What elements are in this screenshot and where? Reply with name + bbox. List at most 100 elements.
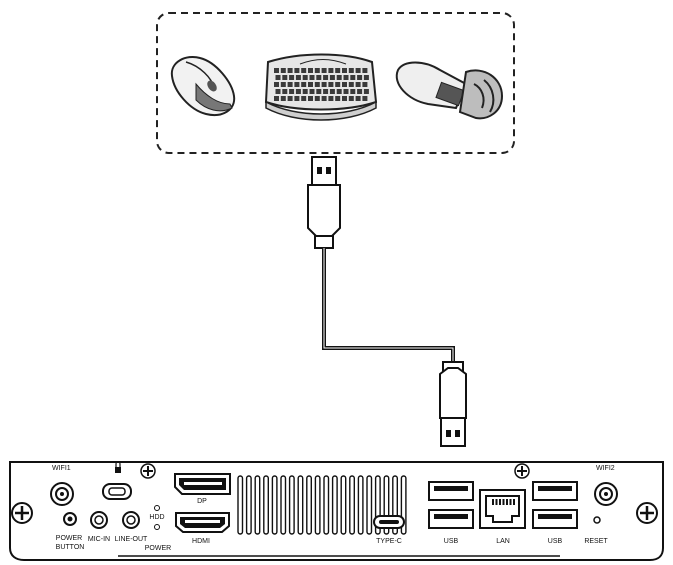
keyboard-key <box>287 68 293 73</box>
keyboard-key <box>348 68 354 73</box>
keyboard-key <box>323 89 329 94</box>
keyboard-key <box>363 89 369 94</box>
keyboard-key <box>355 82 361 87</box>
keyboard-key <box>287 82 293 87</box>
vent-slot <box>245 475 252 535</box>
keyboard-key <box>329 75 335 80</box>
keyboard-key <box>342 96 347 101</box>
keyboard-key <box>342 68 347 73</box>
peripherals-box <box>156 12 515 154</box>
vent-slot <box>263 475 269 535</box>
keyboard-key <box>282 89 288 94</box>
keyboard-key <box>275 89 281 94</box>
usb-plug-top <box>307 156 341 249</box>
vent-slot <box>271 475 278 535</box>
power-button-label-line1: POWER <box>56 535 82 542</box>
keyboard-key <box>308 68 313 73</box>
keyboard-key <box>294 96 300 101</box>
mini-pc-rear-panel: WIFI1 POWER BUTTON MIC-IN <box>9 461 664 561</box>
lan-port[interactable] <box>479 489 526 529</box>
usb-plug-bottom <box>439 361 467 447</box>
wifi2-label: WIFI2 <box>596 465 615 472</box>
keyboard-key <box>280 68 286 73</box>
keyboard-key <box>301 68 307 73</box>
keyboard-key <box>287 96 293 101</box>
screw-icon <box>514 463 530 479</box>
hdd-led <box>154 505 160 511</box>
type-c-label: TYPE-C <box>376 538 402 545</box>
wifi1-label: WIFI1 <box>52 465 71 472</box>
mic-in-jack[interactable] <box>90 511 108 529</box>
usb-port-right-top[interactable] <box>532 481 578 501</box>
keyboard-key <box>280 96 286 101</box>
screw-icon <box>636 502 658 524</box>
keyboard-key <box>301 82 307 87</box>
vent-slot <box>280 475 287 535</box>
keyboard-key <box>357 75 363 80</box>
keyboard-key <box>336 75 342 80</box>
keyboard-key <box>342 82 347 87</box>
keyboard-key <box>316 89 322 94</box>
keyboard-key <box>362 68 368 73</box>
keyboard-key <box>289 75 295 80</box>
usb-right-label: USB <box>548 538 563 545</box>
keyboard-key <box>309 75 315 80</box>
keyboard-key <box>274 68 279 73</box>
keyboard-key <box>314 82 320 87</box>
keyboard-key <box>321 82 327 87</box>
hdmi-port[interactable] <box>175 512 230 533</box>
vent-slot <box>323 475 330 535</box>
reset-button[interactable] <box>593 516 601 524</box>
screw-icon <box>140 463 156 479</box>
keyboard-key <box>302 89 308 94</box>
vent-slot <box>366 475 373 535</box>
keyboard-key <box>355 96 361 101</box>
power-button-label: POWER BUTTON <box>56 535 85 551</box>
keyboard-key <box>362 96 368 101</box>
reset-label: RESET <box>584 538 608 545</box>
keyboard-key <box>289 89 295 94</box>
usb-dongle-icon <box>395 61 504 120</box>
usb-port-left-top[interactable] <box>428 481 474 501</box>
usb-port-right-bottom[interactable] <box>532 509 578 529</box>
keyboard-key <box>335 96 341 101</box>
keyboard-key <box>343 75 349 80</box>
power-led <box>154 524 160 530</box>
keyboard-key <box>348 82 354 87</box>
keyboard-key <box>308 96 313 101</box>
vent-slot <box>331 475 338 535</box>
vent-slot <box>297 475 304 535</box>
screw-icon <box>11 502 33 524</box>
keyboard-key <box>350 89 356 94</box>
usb-left-label: USB <box>444 538 459 545</box>
keyboard-key <box>316 75 322 80</box>
keyboard-key <box>295 89 301 94</box>
usb-port-left-bottom[interactable] <box>428 509 474 529</box>
wifi1-antenna-port <box>50 482 74 506</box>
keyboard-key <box>363 75 369 80</box>
power-button[interactable] <box>63 512 77 526</box>
keyboard-key <box>302 75 308 80</box>
keyboard-key <box>321 96 327 101</box>
line-out-jack[interactable] <box>122 511 140 529</box>
keyboard-key <box>275 75 281 80</box>
ventilation-grille <box>237 475 407 535</box>
power-button-label-line2: BUTTON <box>56 544 85 551</box>
keyboard-key <box>329 89 335 94</box>
hdmi-label: HDMI <box>192 538 210 545</box>
dp-port[interactable] <box>174 473 231 495</box>
keyboard-key <box>280 82 286 87</box>
keyboard-key <box>282 75 288 80</box>
mouse-icon <box>170 56 236 116</box>
keyboard-key <box>355 68 361 73</box>
keyboard-key <box>348 96 354 101</box>
keyboard-key <box>294 68 300 73</box>
vent-slot <box>237 475 244 535</box>
keyboard-key <box>328 68 334 73</box>
keyboard-key <box>314 96 320 101</box>
keyboard-icon <box>264 53 378 121</box>
keyboard-key <box>301 96 307 101</box>
type-c-port[interactable] <box>373 515 405 529</box>
line-out-label: LINE-OUT <box>115 536 148 543</box>
